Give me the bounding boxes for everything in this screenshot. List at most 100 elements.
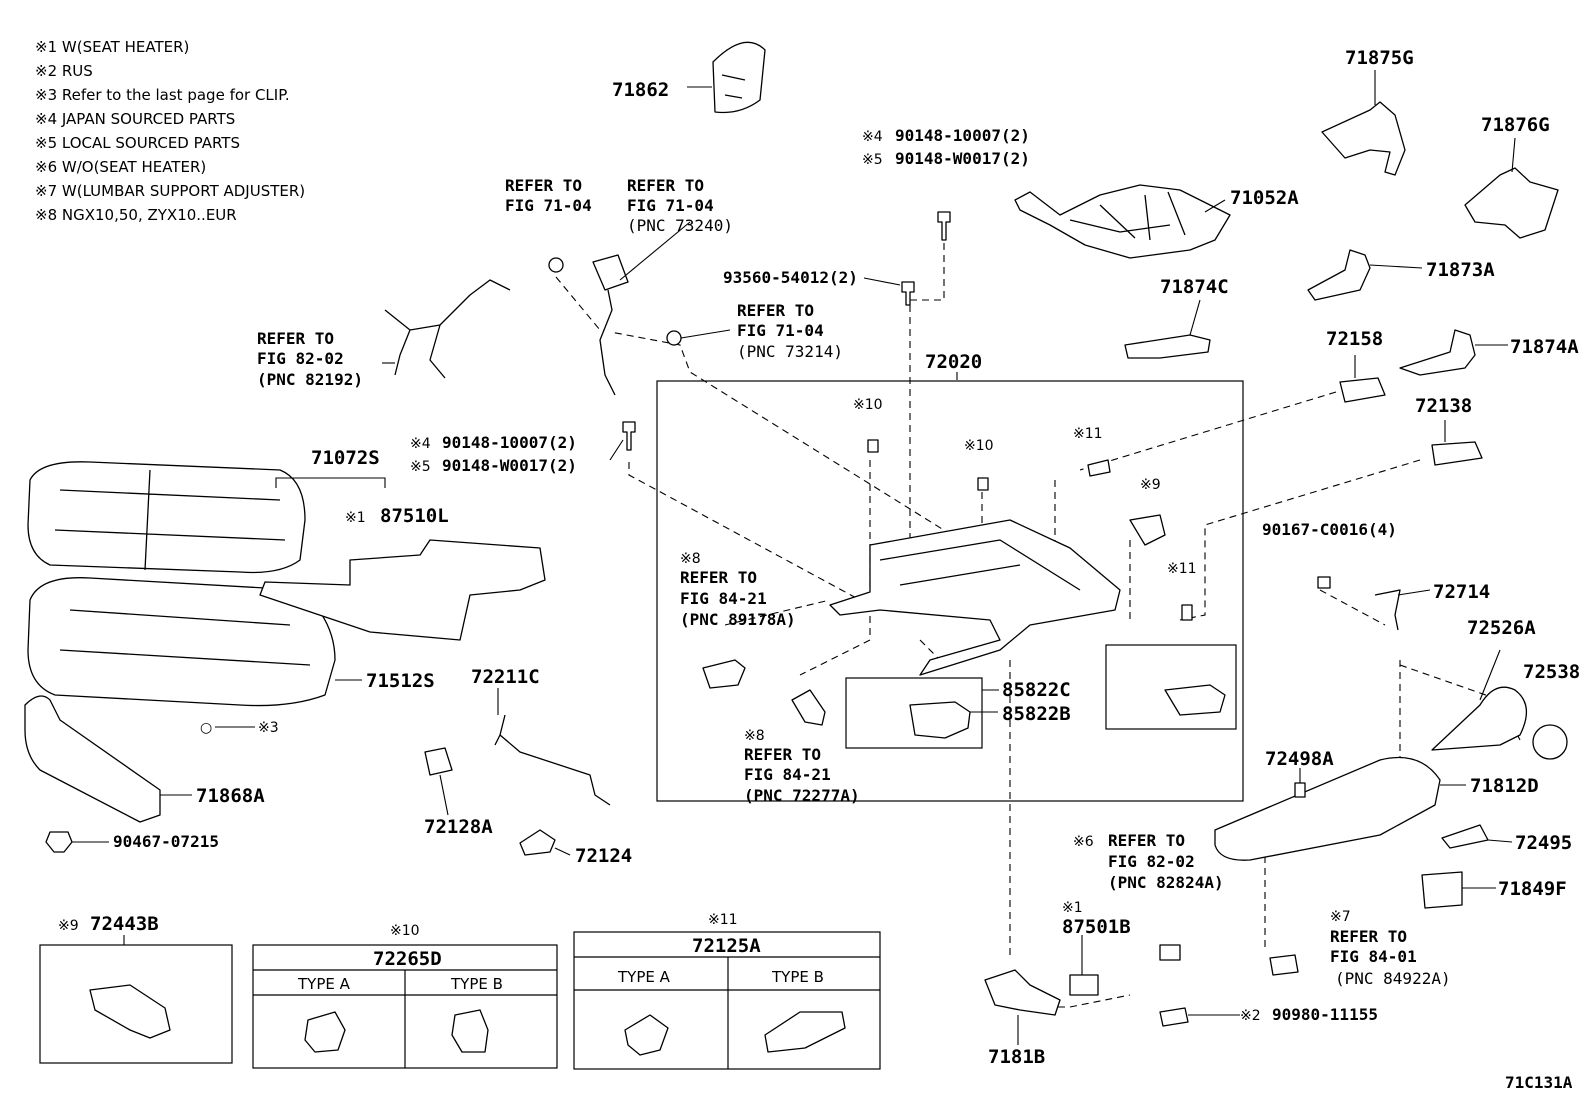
- fig-71-04-b: FIG 71-04: [627, 196, 714, 215]
- note-2: ※2 RUS: [35, 62, 93, 80]
- mark-9-frame: ※9: [1140, 477, 1161, 493]
- part-71812d-side-shield: [1214, 756, 1441, 861]
- part-bolt-93560: [901, 281, 915, 306]
- mark-4-top: ※4: [862, 129, 883, 145]
- part-72020-seat-adjuster: [829, 519, 1121, 676]
- part-72211c-wire: [494, 714, 611, 806]
- mark-11-lower: ※11: [1167, 561, 1197, 577]
- pnc-89178a: (PNC 89178A): [680, 610, 796, 629]
- note-6: ※6 W/O(SEAT HEATER): [35, 158, 206, 176]
- refer-to-b: REFER TO: [627, 176, 704, 195]
- clip-72265d-type-b: [451, 1009, 489, 1053]
- label-71849f: 71849F: [1498, 878, 1567, 900]
- part-clip-x9: [1129, 514, 1166, 546]
- mark-5-mid: ※5: [410, 459, 431, 475]
- mark-10-center: ※10: [964, 438, 994, 454]
- fig-84-21-e: FIG 84-21: [680, 589, 767, 608]
- refer-fig-71-04-washer: REFER TO FIG 71-04 (PNC 73214): [737, 301, 843, 361]
- label-72138: 72138: [1415, 395, 1472, 417]
- label-71874c: 71874C: [1160, 276, 1229, 298]
- label-72495: 72495: [1515, 832, 1572, 854]
- part-71875g-bracket: [1321, 101, 1406, 176]
- part-89178a-bracket: [702, 659, 746, 689]
- pnc-72277a: (PNC 72277A): [744, 786, 860, 805]
- mark-5-top: ※5: [862, 152, 883, 168]
- label-90148-w0017-top: 90148-W0017(2): [895, 149, 1030, 168]
- leader-lines: [72, 70, 1516, 1045]
- mark-6: ※6: [1073, 834, 1094, 850]
- fig-84-21-f: FIG 84-21: [744, 765, 831, 784]
- label-90167: 90167-C0016(4): [1262, 520, 1397, 539]
- part-washer: [666, 330, 682, 346]
- part-82824a-connector: [1159, 944, 1181, 961]
- mark-90980: ※2: [1240, 1008, 1261, 1024]
- refer-to-c: REFER TO: [737, 301, 814, 320]
- part-85822c-motor: [1164, 684, 1226, 716]
- note-1: ※1 W(SEAT HEATER): [35, 38, 189, 56]
- part-71874c-cover: [1124, 334, 1211, 359]
- label-72714: 72714: [1433, 581, 1490, 603]
- mark-8-upper: ※8: [680, 551, 701, 567]
- part-72495-cover: [1441, 824, 1489, 849]
- pnc-82824a: (PNC 82824A): [1108, 873, 1224, 892]
- label-90980: 90980-11155: [1272, 1005, 1378, 1024]
- part-seatbelt-buckle: [592, 254, 629, 396]
- notes-list: ※1 W(SEAT HEATER) ※2 RUS ※3 Refer to the…: [35, 38, 305, 224]
- fig-82-02-g: FIG 82-02: [1108, 852, 1195, 871]
- label-72128a: 72128A: [424, 816, 493, 838]
- table-72265d-title: 72265D: [373, 948, 442, 970]
- refer-to-h: REFER TO: [1330, 927, 1407, 946]
- table-72265d-mark: ※10: [390, 923, 420, 939]
- part-72443b-box: [39, 944, 233, 1064]
- part-grommet: [548, 257, 564, 273]
- part-71876g-bracket: [1464, 167, 1559, 239]
- part-72714-harness: [1374, 589, 1401, 631]
- motor-85822b-box: [845, 677, 983, 749]
- fig-71-04-c: FIG 71-04: [737, 321, 824, 340]
- part-71862-back-panel: [712, 41, 766, 114]
- part-72277a-bracket: [791, 689, 826, 726]
- pnc-82192: (PNC 82192): [257, 370, 363, 389]
- mark-4-mid: ※4: [410, 436, 431, 452]
- part-clip-x10-center: [977, 477, 989, 491]
- part-bolt-90148-mid: [622, 421, 636, 451]
- table-72265d-type-a: TYPE A: [297, 975, 351, 993]
- table-72125a-type-b: TYPE B: [771, 968, 824, 986]
- table-72125a: ※11 72125A TYPE A TYPE B: [573, 912, 881, 1070]
- fig-71-04-a: FIG 71-04: [505, 196, 592, 215]
- label-71512s: 71512S: [366, 670, 435, 692]
- label-93560: 93560-54012(2): [723, 268, 858, 287]
- motor-85822c-box: [1105, 644, 1237, 730]
- part-72124-clip: [519, 829, 556, 856]
- clip-72125a-type-b: [764, 1011, 846, 1053]
- table-72265d: ※10 72265D TYPE A TYPE B: [252, 923, 558, 1069]
- part-clip-x11-lower: [1181, 604, 1193, 621]
- part-90167-screw: [1317, 576, 1331, 589]
- pnc-84922a: (PNC 84922A): [1335, 969, 1451, 988]
- label-71873a: 71873A: [1426, 259, 1495, 281]
- mark-8-lower: ※8: [744, 728, 765, 744]
- part-85822b-motor: [909, 701, 971, 739]
- label-90148-10007-mid: 90148-10007(2): [442, 433, 577, 452]
- refer-fig-84-21-lower: ※8 REFER TO FIG 84-21 (PNC 72277A): [744, 728, 860, 805]
- part-71052a-spring-frame: [1014, 184, 1231, 259]
- part-72138-cover: [1431, 441, 1483, 466]
- part-72158-cover: [1339, 377, 1386, 403]
- part-71868a-side-cover: [24, 695, 161, 823]
- fig-82-02-d: FIG 82-02: [257, 349, 344, 368]
- part-71874a-cover: [1399, 329, 1476, 376]
- table-72125a-title: 72125A: [692, 935, 761, 957]
- clip-symbol: ○: [200, 720, 212, 736]
- note-8: ※8 NGX10,50, ZYX10..EUR: [35, 206, 237, 224]
- part-90467-clip: [45, 831, 73, 853]
- part-72128a-clip: [424, 747, 453, 776]
- refer-fig-84-21-upper: ※8 REFER TO FIG 84-21 (PNC 89178A): [680, 551, 796, 629]
- table-72265d-type-b: TYPE B: [450, 975, 503, 993]
- refer-fig-82-02-harness: REFER TO FIG 82-02 (PNC 82192): [257, 329, 363, 389]
- table-72125a-frame: [573, 931, 881, 1070]
- refer-fig-82-02-w-o-heater: ※6 REFER TO FIG 82-02 (PNC 82824A): [1073, 831, 1224, 892]
- table-72125a-type-a: TYPE A: [617, 968, 671, 986]
- mark-72443b: ※9: [58, 918, 79, 934]
- refer-to-f: REFER TO: [744, 745, 821, 764]
- part-bolt-90148-top: [937, 211, 951, 241]
